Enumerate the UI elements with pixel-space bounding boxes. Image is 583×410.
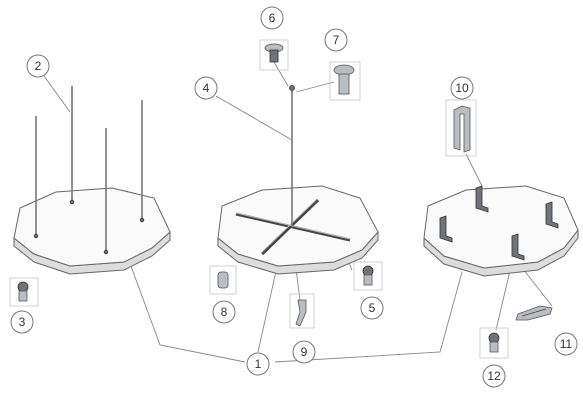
leader-7 <box>295 81 335 93</box>
callout-9-circle <box>292 340 316 364</box>
callout-10: 10 <box>450 76 474 100</box>
right-plate-assembly <box>423 185 579 277</box>
part-12-box <box>479 327 509 359</box>
part-9-body <box>295 299 307 327</box>
callout-3-circle <box>10 310 34 334</box>
callout-10-circle <box>450 76 474 100</box>
center-cross-bar-2-hl <box>260 198 318 254</box>
part-7-cap <box>333 64 355 76</box>
callouts: 1 2 3 4 5 6 7 8 <box>10 6 578 388</box>
left-plate <box>13 187 171 267</box>
leader-2 <box>43 75 71 113</box>
part-8-box <box>209 265 237 295</box>
callout-3: 3 <box>10 310 34 334</box>
part-7-stem <box>338 73 350 95</box>
part-10-bracket <box>445 99 477 157</box>
part-7-fitting <box>329 61 361 101</box>
part-8-cylinder <box>209 265 237 295</box>
right-plate <box>423 185 579 269</box>
callout-9: 9 <box>292 340 316 364</box>
callout-12-label: 12 <box>487 369 501 383</box>
center-cross-bar-2 <box>260 198 320 256</box>
callout-10-label: 10 <box>455 81 469 95</box>
part-6-fitting <box>259 39 289 71</box>
center-cross-bar-1 <box>235 212 351 242</box>
leader-1-right <box>274 271 463 363</box>
callout-6-label: 6 <box>269 11 276 25</box>
part-12-fitting <box>479 327 509 359</box>
callout-5-circle <box>360 296 384 320</box>
part-8-body <box>217 271 229 289</box>
leader-1-center <box>257 261 279 353</box>
leader-4 <box>215 95 293 141</box>
right-bracket-4 <box>511 233 525 261</box>
callout-2-label: 2 <box>35 59 42 73</box>
part-11-ridge <box>521 308 547 317</box>
left-plate-assembly <box>13 86 171 275</box>
callout-12-circle <box>482 364 506 388</box>
callout-1-label: 1 <box>255 357 262 371</box>
part-10-box <box>445 99 477 157</box>
center-cross-bar-1-hl <box>235 212 351 240</box>
callout-7: 7 <box>324 28 348 52</box>
part-3-fitting <box>9 277 39 307</box>
part-12-body <box>489 341 499 353</box>
callout-8-circle <box>212 300 236 324</box>
callout-2-circle <box>26 54 50 78</box>
callout-2: 2 <box>26 54 50 78</box>
callout-5-label: 5 <box>369 301 376 315</box>
center-rod-top <box>289 85 295 91</box>
left-rod-hole-1 <box>33 233 39 239</box>
callout-11-circle <box>554 332 578 356</box>
callout-6-circle <box>260 6 284 30</box>
callout-8: 8 <box>212 300 236 324</box>
callout-11-label: 11 <box>560 337 573 351</box>
right-bracket-3 <box>545 201 559 229</box>
callout-7-label: 7 <box>333 33 340 47</box>
right-bracket-1 <box>475 185 489 213</box>
part-10-body <box>453 105 471 153</box>
part-5-box <box>353 261 383 291</box>
center-plate <box>217 185 379 267</box>
part-3-body <box>18 290 28 302</box>
leader-lines <box>43 61 553 363</box>
part-12-head <box>488 332 500 344</box>
callout-11: 11 <box>554 332 578 356</box>
left-rod-hole-2 <box>69 199 75 205</box>
callout-3-label: 3 <box>19 315 26 329</box>
part-6-box <box>259 39 289 71</box>
leader-10 <box>465 153 483 187</box>
callout-4-circle <box>194 76 218 100</box>
callout-6: 6 <box>260 6 284 30</box>
part-11-strap <box>515 305 553 321</box>
part-5-fitting <box>353 261 383 291</box>
part-7-box <box>329 61 361 101</box>
callout-9-label: 9 <box>301 345 308 359</box>
part-5-head <box>362 265 374 277</box>
part-3-head <box>17 281 29 293</box>
callout-7-circle <box>324 28 348 52</box>
center-plate-assembly <box>217 85 379 275</box>
part-5-body <box>363 274 373 286</box>
callout-1: 1 <box>246 352 270 376</box>
callout-5: 5 <box>360 296 384 320</box>
part-3-box <box>9 277 39 307</box>
right-bracket-2 <box>439 215 453 243</box>
part-6-stem <box>269 49 279 63</box>
part-11-body <box>515 305 553 321</box>
part-9-clip <box>289 293 315 329</box>
leader-6 <box>273 61 289 87</box>
left-rod-hole-4 <box>139 217 145 223</box>
callout-1-circle <box>246 352 270 376</box>
callout-12: 12 <box>482 364 506 388</box>
callout-4-label: 4 <box>203 81 210 95</box>
callout-8-label: 8 <box>221 305 228 319</box>
left-rod-hole-3 <box>103 249 109 255</box>
leader-1-left <box>127 257 246 363</box>
part-9-box <box>289 293 315 329</box>
callout-4: 4 <box>194 76 218 100</box>
